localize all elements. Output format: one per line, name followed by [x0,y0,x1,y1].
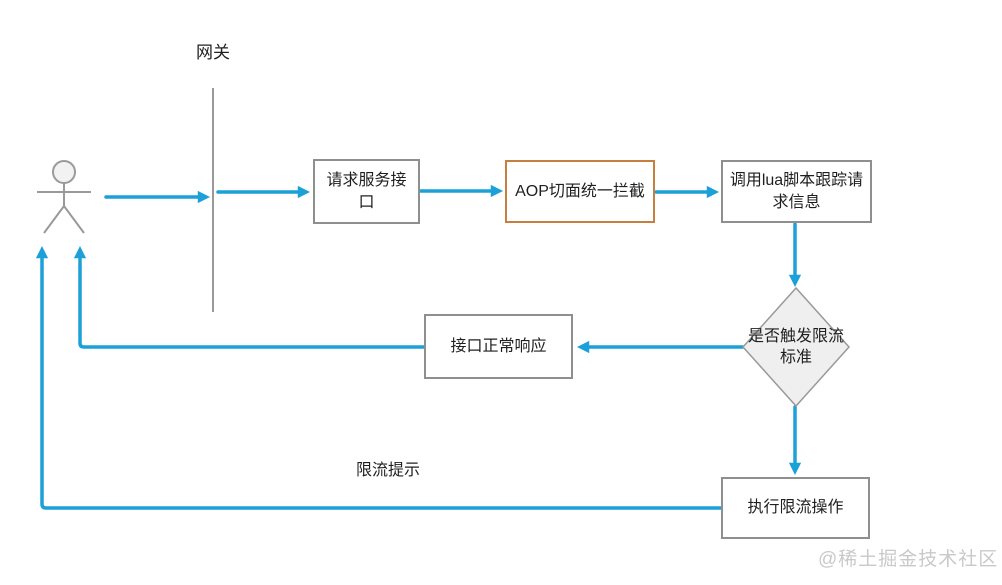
connector-limit-to-user [35,245,723,510]
node-normal-response: 接口正常响应 [424,314,573,379]
node-lua-script-label: 调用lua脚本跟踪请求信息 [729,171,864,211]
node-aop-intercept: AOP切面统一拦截 [505,160,655,223]
gateway-label: 网关 [196,43,230,62]
connector-normal-to-user [73,245,426,349]
decision-diamond-label: 是否触发限流标准 [747,328,844,366]
actor-head [52,160,76,184]
node-request-service-label: 请求服务接口 [326,171,407,211]
actor-legs [43,204,85,234]
node-aop-intercept-label: AOP切面统一拦截 [515,182,645,200]
node-normal-response-label: 接口正常响应 [450,337,547,355]
node-lua-script: 调用lua脚本跟踪请求信息 [721,160,872,223]
user-actor-icon [37,160,91,234]
edge-label-limit-hint: 限流提示 [355,462,420,479]
decision-diamond-shape [741,286,851,408]
node-execute-limit: 执行限流操作 [721,477,870,539]
node-execute-limit-label: 执行限流操作 [747,499,844,517]
node-request-service: 请求服务接口 [313,159,420,224]
watermark-text: @稀土掘金技术社区 [818,549,999,570]
